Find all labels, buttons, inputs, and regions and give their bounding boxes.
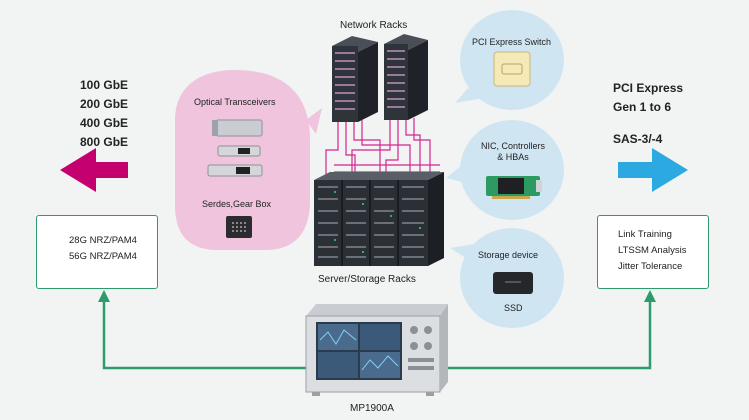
right-spec-jitter: Jitter Tolerance	[618, 261, 683, 272]
pci-gen-label: Gen 1 to 6	[613, 100, 672, 114]
serdes-label: Serdes,Gear Box	[202, 199, 272, 209]
right-spec-box: Link Training LTSSM Analysis Jitter Tole…	[597, 215, 709, 289]
speed-200g: 200 GbE	[80, 97, 129, 111]
right-spec-ltssm: LTSSM Analysis	[618, 245, 687, 256]
server-racks-label: Server/Storage Racks	[318, 274, 416, 285]
rack-cables	[325, 118, 440, 185]
speed-100g: 100 GbE	[80, 78, 129, 92]
pci-express-label: PCI Express	[613, 81, 684, 95]
mp1900a-instrument-icon	[305, 304, 448, 396]
speed-400g: 400 GbE	[80, 116, 129, 130]
left-spec-box: 28G NRZ/PAM4 56G NRZ/PAM4	[36, 215, 158, 289]
mp1900a-label: MP1900A	[350, 403, 394, 414]
network-rack-1	[332, 36, 378, 122]
pci-switch-chip-icon	[493, 51, 531, 87]
right-spec-link-training: Link Training	[618, 229, 672, 240]
server-racks	[314, 172, 444, 266]
sas-label: SAS-3/-4	[613, 132, 663, 146]
ssd-icon	[493, 272, 533, 294]
pci-switch-label: PCI Express Switch	[472, 37, 552, 47]
nic-label-line2: & HBAs	[497, 152, 529, 162]
nic-bubble	[446, 120, 564, 220]
ssd-label: SSD	[504, 303, 523, 313]
network-racks-label: Network Racks	[340, 20, 408, 31]
speed-800g: 800 GbE	[80, 135, 129, 149]
left-spec-56g: 56G NRZ/PAM4	[69, 251, 137, 262]
left-arrow-icon	[60, 148, 128, 192]
optical-transceiver-icons	[207, 119, 263, 177]
nic-board-icon	[486, 176, 542, 199]
storage-device-label: Storage device	[478, 250, 539, 260]
nic-label-line1: NIC, Controllers	[480, 141, 545, 151]
left-spec-28g: 28G NRZ/PAM4	[69, 235, 137, 246]
network-rack-2	[384, 34, 428, 120]
green-connector-lines	[102, 300, 652, 370]
optical-transceivers-label: Optical Transceivers	[194, 97, 276, 107]
serdes-chip-icon	[226, 216, 252, 238]
optical-bubble	[175, 70, 322, 250]
right-arrow-icon	[618, 148, 688, 192]
